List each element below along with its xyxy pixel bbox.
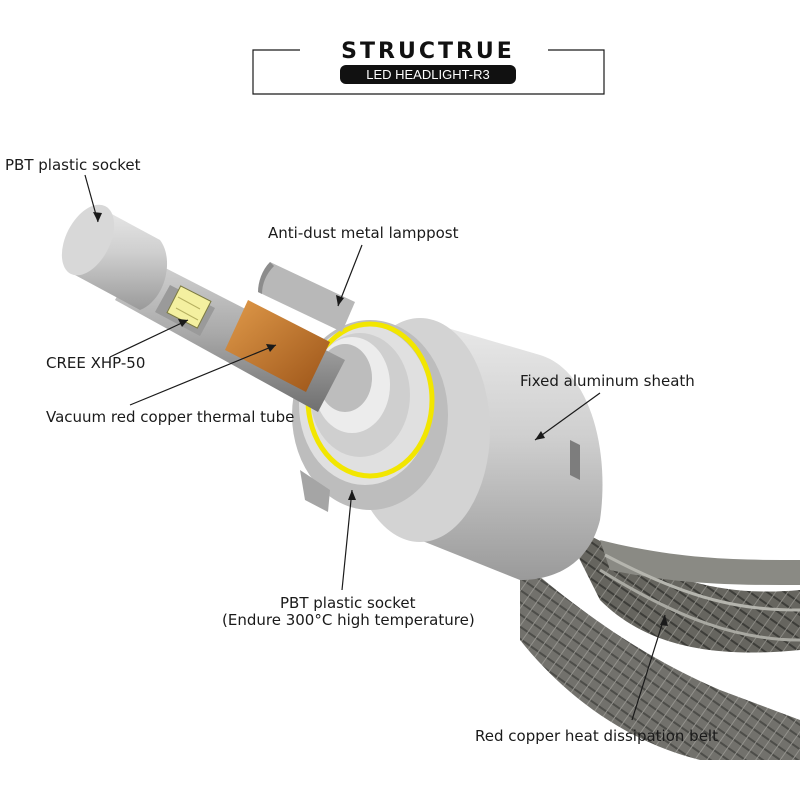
copper-thermal-tube xyxy=(225,300,330,392)
header-subtitle: LED HEADLIGHT-R3 xyxy=(366,67,490,82)
anti-dust-lamppost xyxy=(258,262,355,332)
heat-dissipation-belt xyxy=(520,520,800,760)
label-anti-dust-lamppost: Anti-dust metal lamppost xyxy=(268,224,459,242)
label-pbt-socket-bottom-line1: PBT plastic socket xyxy=(280,594,416,612)
label-cree-xhp50: CREE XHP-50 xyxy=(46,354,145,372)
header-title: STRUCTRUE xyxy=(341,39,515,64)
label-heat-dissipation-belt: Red copper heat dissipation belt xyxy=(475,727,718,745)
label-pbt-socket-bottom-line2: (Endure 300°C high temperature) xyxy=(222,611,475,629)
header-frame: STRUCTRUE LED HEADLIGHT-R3 xyxy=(252,39,605,95)
label-aluminum-sheath: Fixed aluminum sheath xyxy=(520,372,695,390)
leader-lines xyxy=(84,174,668,721)
thermal-shaft xyxy=(115,255,345,412)
rear-socket-cap xyxy=(61,204,168,310)
label-pbt-socket-top: PBT plastic socket xyxy=(5,156,141,174)
label-vacuum-copper-tube: Vacuum red copper thermal tube xyxy=(46,408,294,426)
header-subtitle-badge xyxy=(340,65,516,84)
